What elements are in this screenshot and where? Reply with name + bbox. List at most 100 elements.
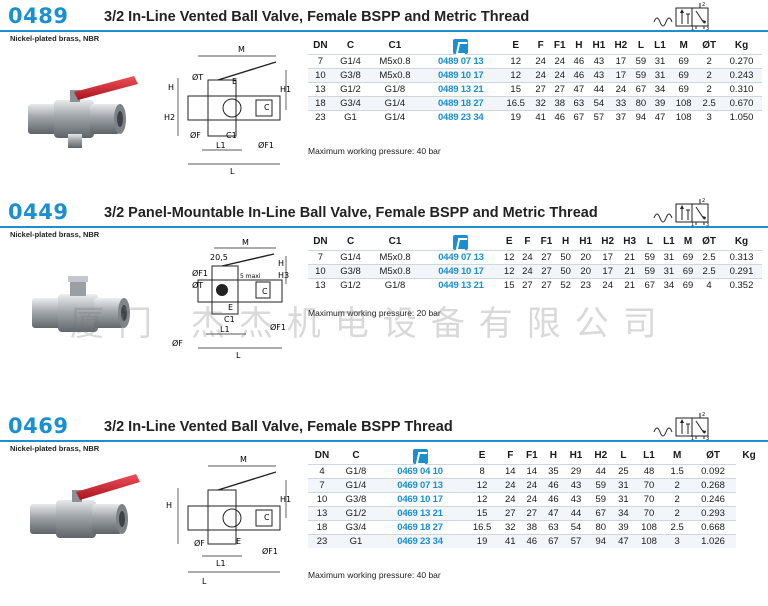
table-cell: 15	[464, 506, 501, 521]
table-cell: G1/4	[368, 110, 422, 124]
table-cell: 70	[633, 478, 665, 493]
table-cell: 67	[631, 82, 650, 97]
table-cell: 46	[520, 534, 544, 548]
table-cell: 14	[520, 464, 544, 479]
table-cell: 69	[670, 68, 698, 83]
table-cell: 47	[543, 506, 564, 521]
table-cell: 2	[664, 478, 690, 493]
col-h: H	[549, 450, 557, 461]
dim-f1-top: ØF1	[192, 268, 208, 278]
pressure-note: Maximum working pressure: 20 bar	[308, 308, 441, 318]
dim-c1: C1	[226, 131, 237, 140]
table-cell: 17	[596, 264, 619, 279]
valve-symbol-icon: 2 1 3	[653, 198, 709, 226]
table-cell: 0.246	[689, 492, 737, 507]
table-cell: 23	[308, 534, 336, 548]
dim-h2: H2	[164, 113, 175, 122]
port-2-label: 2	[702, 2, 705, 8]
table-cell: 108	[633, 520, 665, 535]
dim-c: C	[264, 513, 270, 522]
table-cell: 54	[563, 520, 589, 535]
table-cell: 27	[536, 264, 557, 279]
table-cell: 1.026	[689, 534, 737, 548]
table-cell: 47	[569, 82, 588, 97]
col-h: H	[562, 236, 570, 247]
brand-logo-icon	[453, 38, 469, 54]
table-cell: G1	[336, 534, 376, 548]
table-cell: 24	[500, 478, 521, 493]
col-ref	[422, 234, 500, 251]
valve-symbol-icon: 2 1 3	[653, 2, 709, 30]
table-cell: G3/4	[336, 520, 376, 535]
col-f: F	[507, 450, 514, 461]
table-cell: 2	[697, 82, 722, 97]
table-cell: 20	[574, 264, 597, 279]
dimension-drawing-0489: M H H2 H1 ØT E C C1 ØF ØF1 L1 L	[164, 45, 291, 176]
table-cell: G3/8	[332, 264, 369, 279]
table-cell: 0.243	[721, 68, 762, 83]
table-cell: 0.293	[689, 506, 737, 521]
product-title: 3/2 In-Line Vented Ball Valve, Female BS…	[104, 9, 530, 25]
table-cell: 50	[556, 264, 575, 279]
table-cell: 19	[499, 110, 532, 124]
table-cell: 21	[618, 278, 641, 292]
port-3-label: 3	[706, 436, 709, 440]
col-l1: L1	[654, 40, 666, 51]
table-cell: 59	[640, 264, 659, 279]
table-cell: 46	[549, 110, 570, 124]
part-number-cell: 0489 07 13	[421, 54, 500, 69]
table-cell: 23	[574, 278, 597, 292]
table-cell: 16.5	[499, 96, 532, 111]
table-cell: 18	[308, 520, 336, 535]
table-cell: 67	[543, 534, 564, 548]
table-cell: M5x0.8	[368, 264, 422, 279]
table-cell: 80	[588, 520, 614, 535]
dim-l1: L1	[216, 559, 226, 568]
table-cell: 2.5	[697, 96, 722, 111]
product-code: 0469	[8, 414, 69, 438]
table-cell: 69	[670, 82, 698, 97]
table-cell: 17	[609, 54, 632, 69]
table-cell: 32	[500, 520, 521, 535]
col-l1: L1	[663, 236, 675, 247]
table-cell: 12	[464, 492, 501, 507]
col-c: C	[352, 450, 360, 461]
table-cell: 24	[531, 54, 550, 69]
section-0469: 0469 3/2 In-Line Vented Ball Valve, Fema…	[0, 410, 768, 606]
col-m: M	[679, 40, 688, 51]
col-dn: DN	[313, 236, 328, 247]
table-cell: 10	[308, 264, 333, 279]
table-cell: 1.5	[664, 464, 690, 479]
product-code: 0449	[8, 200, 69, 224]
table-cell: 44	[563, 506, 589, 521]
brand-logo-icon	[412, 448, 428, 464]
table-cell: 24	[531, 68, 550, 83]
table-cell: 12	[499, 68, 532, 83]
table-cell: 0.270	[721, 54, 762, 69]
table-cell: 27	[500, 506, 521, 521]
dim-t: ØT	[192, 72, 203, 82]
col-f: F	[524, 236, 531, 247]
table-cell: 31	[649, 54, 671, 69]
table-cell: 38	[520, 520, 544, 535]
table-cell: G1/8	[336, 464, 376, 479]
table-cell: G1/2	[332, 278, 369, 292]
table-cell: G3/4	[332, 96, 369, 111]
table-cell: 59	[631, 68, 650, 83]
table-cell: 46	[569, 54, 588, 69]
table-cell: 54	[587, 96, 610, 111]
table-cell: 24	[520, 478, 544, 493]
table-cell: 108	[670, 110, 698, 124]
dim-c: C	[264, 103, 270, 112]
table-cell: 24	[549, 68, 570, 83]
col-l: L	[646, 236, 653, 247]
table-cell: 24	[518, 250, 537, 265]
dim-t: ØT	[192, 280, 203, 290]
table-cell: 19	[464, 534, 501, 548]
table-cell: 15	[499, 82, 532, 97]
table-cell: 27	[536, 278, 557, 292]
table-cell: 27	[531, 82, 550, 97]
section-divider	[0, 30, 768, 32]
